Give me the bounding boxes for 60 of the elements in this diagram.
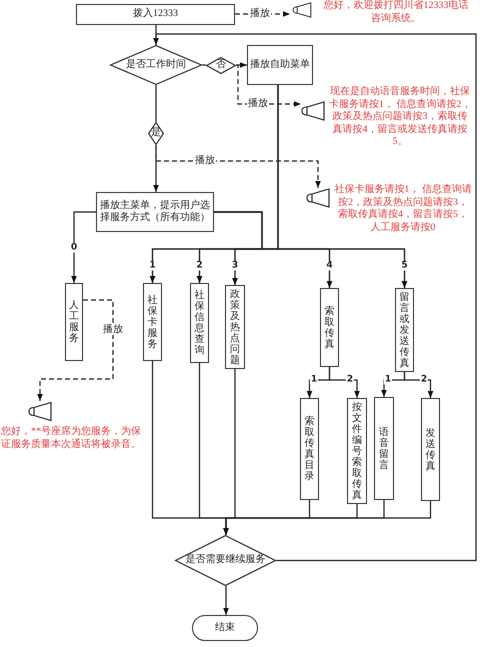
arrow xyxy=(277,85,408,288)
node-text: 语音留言 xyxy=(379,426,389,470)
speaker-message: 现在是自动语音服务时间，社保卡服务请按1， 信息查询请按2，政策及热点问题请按3，索取传真请按4，留言或发送传真请按5。 xyxy=(328,86,472,148)
arrow xyxy=(223,501,432,535)
edge-label: 4 xyxy=(325,262,334,270)
node-text: 政策及热点问题 xyxy=(230,288,240,366)
edge-label: 1 xyxy=(310,376,318,384)
node-text: 留言或发送传真 xyxy=(400,292,410,368)
node-text: 社保信息查询 xyxy=(194,290,204,356)
node-text: 按文件编号索取传真 xyxy=(352,402,362,500)
node-text: 播放自助菜单 xyxy=(250,58,310,72)
node-text: 是否工作时间 xyxy=(126,58,186,72)
process-box xyxy=(300,398,319,500)
edge-label: 1 xyxy=(384,376,392,384)
process-box xyxy=(65,283,83,361)
edge-label: 2 xyxy=(420,376,428,384)
process-box xyxy=(225,285,245,369)
dashed-arrow xyxy=(236,64,301,107)
node-text: 否 xyxy=(216,59,226,72)
node-text: 是 xyxy=(151,127,161,140)
edge-label: 2 xyxy=(346,376,354,384)
node-text: 索取传真 xyxy=(324,306,334,350)
dashed-arrow xyxy=(155,145,321,188)
process-box xyxy=(374,397,394,500)
node-text: 发送传真 xyxy=(426,428,436,472)
process-box xyxy=(421,398,440,501)
arrow xyxy=(71,211,96,283)
node-text: 索取传真目录 xyxy=(304,416,314,482)
edge-label: 2 xyxy=(195,262,204,270)
edge-label: 5 xyxy=(400,262,409,270)
speaker-message: 您好，**号座席为您服务，为保证服务质量本次通话将被录音。 xyxy=(0,426,142,451)
edge-label: 3 xyxy=(230,262,240,270)
process-box xyxy=(143,283,162,361)
terminal-box xyxy=(192,615,258,641)
node-text: 人工服务 xyxy=(69,300,79,344)
process-box xyxy=(395,288,414,372)
process-box xyxy=(76,4,235,25)
node-text: 拨入12333 xyxy=(133,8,178,21)
node-text: 播放主菜单，提示用户选择服务方式（所有功能） xyxy=(99,200,211,224)
arrow xyxy=(328,367,360,398)
process-box xyxy=(347,398,367,504)
arrow xyxy=(153,33,477,562)
edge-label: 播放 xyxy=(194,156,216,166)
arrow xyxy=(236,62,247,68)
node-text: 是否需要继续服务 xyxy=(186,554,266,567)
dashed-arrow xyxy=(37,299,114,401)
process-box xyxy=(190,283,209,363)
process-box xyxy=(320,288,339,367)
node-text: 社保卡服务 xyxy=(148,294,158,350)
speaker-message: 社保卡服务请按1， 信息查询请按2，政策及热点问题请按3，索取传真请按4，留言请按5，人工服务请按0 xyxy=(334,184,472,234)
connector-line xyxy=(155,85,157,122)
arrow xyxy=(223,586,229,615)
edge-label: 0 xyxy=(70,244,78,252)
edge-label: 播放 xyxy=(249,9,271,19)
edge-label: 播放 xyxy=(247,99,269,109)
process-box xyxy=(96,192,214,232)
process-box xyxy=(247,45,313,85)
edge-label: 播放 xyxy=(102,325,124,335)
node-text: 结束 xyxy=(215,622,235,634)
edge-label: 1 xyxy=(148,262,157,270)
